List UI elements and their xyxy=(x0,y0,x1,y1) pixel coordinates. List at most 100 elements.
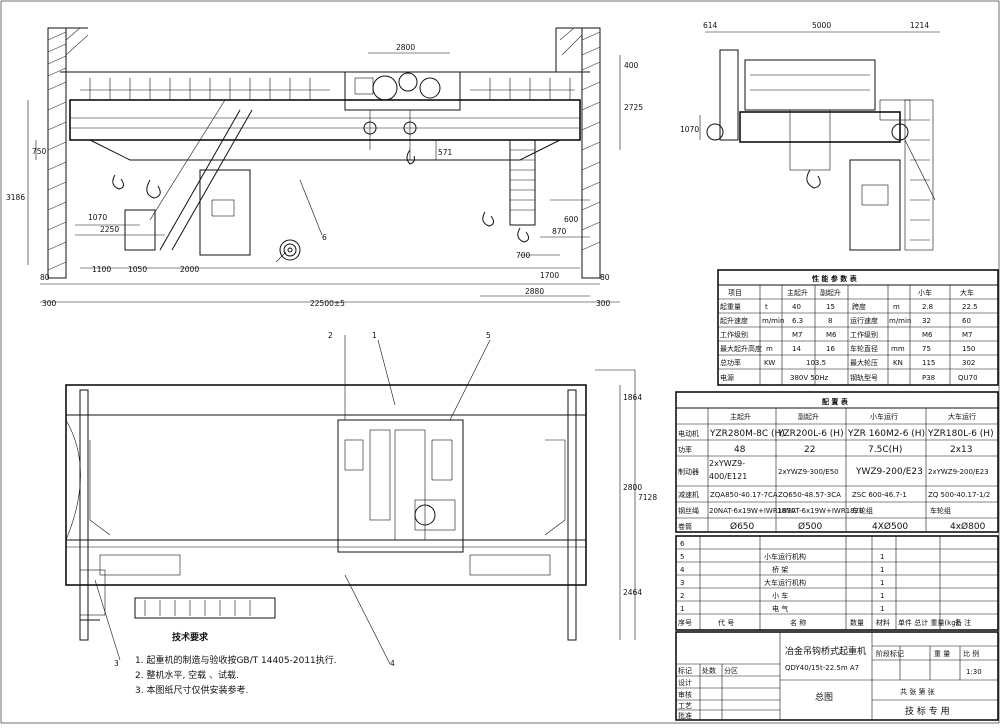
parts-row-2: 2 小 车 1 xyxy=(680,591,884,600)
svg-text:75: 75 xyxy=(922,345,931,353)
dim-2800-top: 2800 xyxy=(396,43,415,52)
svg-text:运行速度: 运行速度 xyxy=(850,316,878,325)
side-dim-614: 614 xyxy=(703,21,718,30)
front-elevation-view xyxy=(27,27,621,303)
svg-text:m: m xyxy=(766,345,773,353)
note-2: 2. 整机水平, 空载 、试载. xyxy=(135,669,239,681)
perf-head-trolley: 小车 xyxy=(918,288,932,297)
svg-text:1: 1 xyxy=(880,579,884,587)
svg-text:P38: P38 xyxy=(922,374,935,382)
svg-text:2.8: 2.8 xyxy=(922,303,933,311)
hook-spiral-symbol xyxy=(275,239,301,263)
sheet-count: 共 张 第 张 xyxy=(900,687,935,696)
callout-1: 1 xyxy=(372,331,377,340)
svg-text:KW: KW xyxy=(764,359,775,367)
sign-label-count: 处数 xyxy=(702,666,716,675)
svg-text:YZR200L-6 (H): YZR200L-6 (H) xyxy=(777,429,844,439)
scale-label: 比 例 xyxy=(963,649,979,658)
right-column-hatch xyxy=(555,27,601,279)
svg-text:M7: M7 xyxy=(792,331,803,339)
svg-text:3: 3 xyxy=(680,579,684,587)
svg-text:ZQ650-48.57-3CA: ZQ650-48.57-3CA xyxy=(778,491,841,499)
svg-text:2x13: 2x13 xyxy=(950,445,973,455)
svg-text:Ø650: Ø650 xyxy=(730,521,755,532)
svg-text:6.3: 6.3 xyxy=(792,317,803,325)
sign-label-zone: 分区 xyxy=(724,666,738,675)
svg-text:QU70: QU70 xyxy=(958,374,978,382)
svg-text:150: 150 xyxy=(962,345,975,353)
svg-text:40: 40 xyxy=(792,303,801,311)
svg-text:最大起升高度: 最大起升高度 xyxy=(720,344,762,353)
dim-700: 700 xyxy=(516,251,531,260)
svg-text:小车运行机构: 小车运行机构 xyxy=(764,552,806,561)
svg-text:4: 4 xyxy=(680,566,685,574)
callout-6: 6 xyxy=(322,233,327,242)
svg-text:m: m xyxy=(893,303,900,311)
svg-text:ZQ 500-40.17-1/2: ZQ 500-40.17-1/2 xyxy=(928,491,990,499)
svg-text:2xYWZ9-200/E23: 2xYWZ9-200/E23 xyxy=(928,468,989,476)
title-footer: 技 标 专 用 xyxy=(905,705,950,717)
dim-1070: 1070 xyxy=(88,213,107,222)
svg-text:代 号: 代 号 xyxy=(718,618,734,627)
svg-text:桥 架: 桥 架 xyxy=(772,565,788,574)
svg-text:1: 1 xyxy=(880,566,884,574)
svg-text:m/min: m/min xyxy=(889,317,911,325)
config-row-reducer: 减速机 ZQA850-40.17-7CA ZQ650-48.57-3CA ZSC… xyxy=(678,490,990,499)
right-ladder xyxy=(509,139,536,226)
svg-text:KN: KN xyxy=(893,359,903,367)
role-review: 审核 xyxy=(678,690,692,699)
sign-label-mark: 标记 xyxy=(678,666,692,675)
svg-text:115: 115 xyxy=(922,359,935,367)
dim-600: 600 xyxy=(564,215,579,224)
config-title: 配 置 表 xyxy=(822,397,849,406)
parts-list: 6 5 小车运行机构 1 4 桥 架 1 3 大车运行机构 1 2 小 车 1 … xyxy=(675,535,999,631)
svg-text:M7: M7 xyxy=(962,331,973,339)
svg-text:14: 14 xyxy=(792,345,801,353)
perf-row-3: 工作级别 M7 M6 工作级别 M6 M7 xyxy=(720,330,973,339)
dim-300-left: 300 xyxy=(42,299,57,308)
svg-text:m/min: m/min xyxy=(762,317,784,325)
perf-head-aux: 副起升 xyxy=(820,288,841,297)
svg-text:名 称: 名 称 xyxy=(790,618,806,627)
dim-2725: 2725 xyxy=(624,103,643,112)
svg-text:YZR 160M2-6 (H): YZR 160M2-6 (H) xyxy=(847,429,925,439)
svg-text:钢丝绳: 钢丝绳 xyxy=(678,506,699,515)
svg-text:材料: 材料 xyxy=(876,618,890,627)
dim-571: 571 xyxy=(438,148,453,157)
config-row-drum: 卷筒 Ø650 Ø500 4XØ500 4xØ800 xyxy=(678,521,986,532)
dim-3186: 3186 xyxy=(6,193,25,202)
svg-text:总功率: 总功率 xyxy=(720,358,741,367)
svg-text:302: 302 xyxy=(962,359,975,367)
plan-dim-7128: 7128 xyxy=(638,493,657,502)
config-row-rope: 钢丝绳 20NAT-6x19W+IWR1870 18NAT-6x19W+IWR1… xyxy=(678,506,951,515)
perf-head-main: 主起升 xyxy=(787,288,808,297)
role-approve: 批准 xyxy=(678,711,692,720)
svg-text:4XØ500: 4XØ500 xyxy=(872,521,908,532)
svg-text:4xØ800: 4xØ800 xyxy=(950,521,986,532)
svg-text:电动机: 电动机 xyxy=(678,429,699,438)
svg-text:M6: M6 xyxy=(922,331,933,339)
svg-text:16: 16 xyxy=(826,345,835,353)
dim-400: 400 xyxy=(624,61,639,70)
svg-text:电 气: 电 气 xyxy=(772,604,788,613)
dim-1050: 1050 xyxy=(128,265,147,274)
svg-text:制动器: 制动器 xyxy=(678,467,699,476)
plan-dim-2464: 2464 xyxy=(623,588,642,597)
svg-text:大车运行机构: 大车运行机构 xyxy=(764,578,806,587)
callout-2: 2 xyxy=(328,331,333,340)
role-design: 设计 xyxy=(678,678,692,687)
svg-text:单件 总计 重量(kg): 单件 总计 重量(kg) xyxy=(898,618,959,627)
svg-text:小 车: 小 车 xyxy=(772,591,788,600)
dim-1700: 1700 xyxy=(540,271,559,280)
svg-text:减速机: 减速机 xyxy=(678,490,699,499)
svg-text:车轮组: 车轮组 xyxy=(930,506,951,515)
svg-text:1: 1 xyxy=(880,553,884,561)
parts-row-3: 3 大车运行机构 1 xyxy=(680,578,884,587)
svg-text:18NAT-6x19W+IWR1870: 18NAT-6x19W+IWR1870 xyxy=(777,507,864,515)
svg-text:15: 15 xyxy=(826,303,835,311)
title-name: 冶金吊钩桥式起重机 xyxy=(785,645,866,657)
perf-head-bridge: 大车 xyxy=(960,288,974,297)
svg-text:103.5: 103.5 xyxy=(806,359,826,367)
side-dim-1070: 1070 xyxy=(680,125,699,134)
